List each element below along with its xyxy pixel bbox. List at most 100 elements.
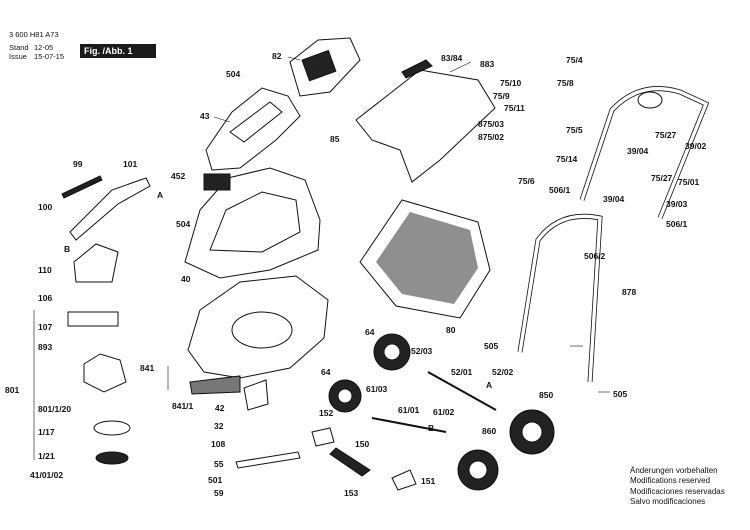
callout-52-01: 52/01	[451, 367, 473, 377]
callout-75-4: 75/4	[566, 55, 583, 65]
stand-value: 12-05	[34, 43, 54, 52]
wheel-64a-drawing	[373, 333, 411, 371]
note-line: Modifications reserved	[630, 476, 711, 486]
callout-110: 110	[38, 265, 52, 275]
callout-43: 43	[200, 111, 210, 121]
callout-83-84: 83/84	[441, 53, 463, 63]
motor-housing-drawing	[184, 167, 321, 279]
callout-82: 82	[272, 51, 282, 61]
callout-106: 106	[38, 293, 53, 303]
callout-32: 32	[214, 421, 224, 431]
callout-504-mid: 504	[176, 219, 191, 229]
callout-841: 841	[140, 363, 155, 373]
issue-label: Issue	[9, 52, 27, 61]
blade-drawing	[235, 427, 417, 491]
callout-55: 55	[214, 459, 224, 469]
callout-52-03: 52/03	[411, 346, 433, 356]
figure-badge: Fig. /Abb. 1	[80, 44, 156, 58]
issue-value: 15-07-15	[34, 52, 65, 61]
callout-883: 883	[480, 59, 495, 69]
hood-cover-drawing	[289, 37, 361, 97]
callout-59: 59	[214, 488, 224, 498]
callout-506-1-lower: 506/1	[666, 219, 688, 229]
mower-deck-drawing	[187, 275, 329, 395]
callout-841-1: 841/1	[172, 401, 194, 411]
callout-61-02: 61/02	[433, 407, 455, 417]
callout-506-1-upper: 506/1	[549, 185, 571, 195]
callout-850: 850	[539, 390, 554, 400]
callout-878: 878	[622, 287, 637, 297]
callout-64-upper: 64	[365, 327, 375, 337]
revision-notes: Änderungen vorbehalten Modifications res…	[630, 466, 725, 508]
callout-108: 108	[211, 439, 226, 449]
callout-39-04-upper: 39/04	[627, 146, 649, 156]
callout-39-03: 39/03	[666, 199, 688, 209]
callout-150: 150	[355, 439, 370, 449]
callout-75-11: 75/11	[504, 103, 525, 113]
upper-housing-drawing	[205, 87, 301, 171]
callout-61-01: 61/01	[398, 405, 420, 415]
switch-box-452	[203, 173, 231, 191]
callout-101: 101	[123, 159, 138, 169]
wheel-860-drawing	[457, 449, 499, 491]
callout-75-14: 75/14	[556, 154, 578, 164]
callout-41-01-02: 41/01/02	[30, 470, 64, 480]
callout-505-upper: 505	[484, 341, 499, 351]
callout-506-2: 506/2	[584, 251, 606, 261]
callout-151: 151	[421, 476, 436, 486]
left-parts-drawing	[61, 175, 151, 465]
note-line: Änderungen vorbehalten	[630, 466, 718, 475]
callout-801-1-20: 801/1/20	[38, 404, 72, 414]
callout-42: 42	[215, 403, 225, 413]
handle-83-84-drawing	[401, 59, 433, 79]
leader-lines	[33, 56, 610, 460]
callout-75-27-upper: 75/27	[655, 130, 677, 140]
detail-marker-a-left: A	[157, 190, 164, 200]
detail-marker-b-left: B	[64, 244, 71, 254]
grass-box-lid-drawing	[355, 69, 496, 183]
callout-75-6: 75/6	[518, 176, 535, 186]
callout-75-27-lower: 75/27	[651, 173, 673, 183]
axle-rod-61-01	[371, 417, 447, 433]
callout-40: 40	[181, 274, 191, 284]
callout-52-02: 52/02	[492, 367, 514, 377]
callout-501: 501	[208, 475, 223, 485]
callout-801: 801	[5, 385, 20, 395]
callout-100: 100	[38, 202, 53, 212]
callout-1-21: 1/21	[38, 451, 55, 461]
axle-rod-52-01	[427, 371, 497, 411]
callout-85: 85	[330, 134, 340, 144]
callout-107: 107	[38, 322, 53, 332]
wheel-64b-drawing	[328, 379, 362, 413]
callout-61-03: 61/03	[366, 384, 388, 394]
callout-152: 152	[319, 408, 334, 418]
callout-875-03: 875/03	[478, 119, 504, 129]
callout-505-lower: 505	[613, 389, 628, 399]
lower-handle-drawing	[517, 213, 603, 383]
callout-64-lower: 64	[321, 367, 331, 377]
callout-75-10: 75/10	[500, 78, 522, 88]
callout-504-top: 504	[226, 69, 241, 79]
callout-75-5: 75/5	[566, 125, 583, 135]
note-line: Salvo modificaciones	[630, 497, 706, 507]
callout-75-01: 75/01	[678, 177, 700, 187]
callout-75-9: 75/9	[493, 91, 510, 101]
callout-39-04-lower: 39/04	[603, 194, 625, 204]
note-line: Modificaciones reservadas	[630, 486, 725, 496]
callout-452: 452	[171, 171, 186, 181]
document-number: 3 600 H81 A73	[9, 30, 59, 39]
callout-99: 99	[73, 159, 83, 169]
callout-893: 893	[38, 342, 53, 352]
callout-80: 80	[446, 325, 456, 335]
callout-75-8: 75/8	[557, 78, 574, 88]
stand-label: Stand	[9, 43, 29, 52]
detail-marker-a-right: A	[486, 380, 493, 390]
callout-153: 153	[344, 488, 359, 498]
deflector-drawing	[243, 379, 269, 411]
callout-875-02: 875/02	[478, 132, 504, 142]
callout-1-17: 1/17	[38, 427, 55, 437]
callout-39-02: 39/02	[685, 141, 707, 151]
wheel-850-drawing	[509, 409, 555, 455]
detail-marker-b-right: B	[428, 423, 435, 433]
